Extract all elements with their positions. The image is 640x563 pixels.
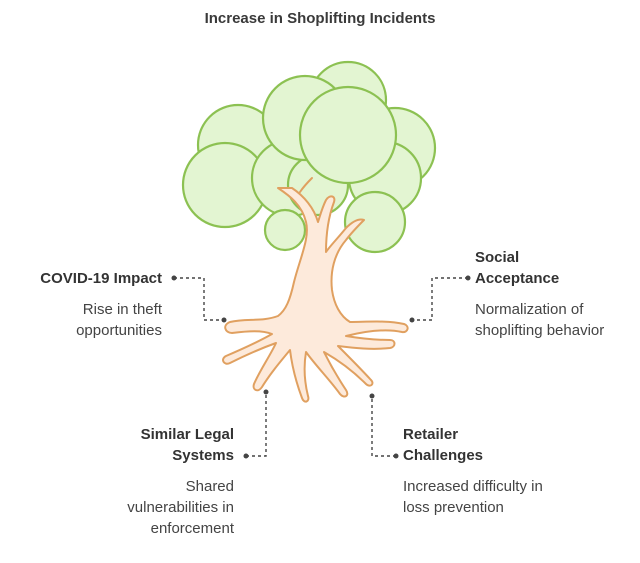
retailer-challenges-description-block: Increased difficulty in loss prevention xyxy=(403,476,543,518)
social-acceptance-description-block: Normalization of shoplifting behavior xyxy=(475,299,615,341)
legal-systems-heading: Similar Legal Systems xyxy=(140,426,234,464)
legal-systems-label: Similar Legal Systems xyxy=(104,424,234,466)
covid-impact-description-block: Rise in theft opportunities xyxy=(22,299,162,341)
tree-foliage xyxy=(181,60,437,254)
connector-dots xyxy=(171,275,471,459)
retailer-challenges-description: Increased difficulty in loss prevention xyxy=(403,478,543,516)
social-acceptance-heading: Social Acceptance xyxy=(475,249,560,287)
social-acceptance-label: Social Acceptance xyxy=(475,247,595,289)
retailer-challenges-label: Retailer Challenges xyxy=(403,424,523,466)
connectors xyxy=(174,277,468,457)
covid-impact-label: COVID-19 Impact xyxy=(40,268,162,289)
covid-impact-heading: COVID-19 Impact xyxy=(40,270,162,287)
legal-systems-description: Shared vulnerabilities in enforcement xyxy=(127,478,234,537)
legal-systems-description-block: Shared vulnerabilities in enforcement xyxy=(94,476,234,539)
diagram-title: Increase in Shoplifting Incidents xyxy=(204,10,436,27)
social-acceptance-description: Normalization of shoplifting behavior xyxy=(475,301,605,339)
covid-impact-description: Rise in theft opportunities xyxy=(76,301,162,339)
tree-trunk xyxy=(222,177,409,403)
retailer-challenges-heading: Retailer Challenges xyxy=(403,426,484,464)
